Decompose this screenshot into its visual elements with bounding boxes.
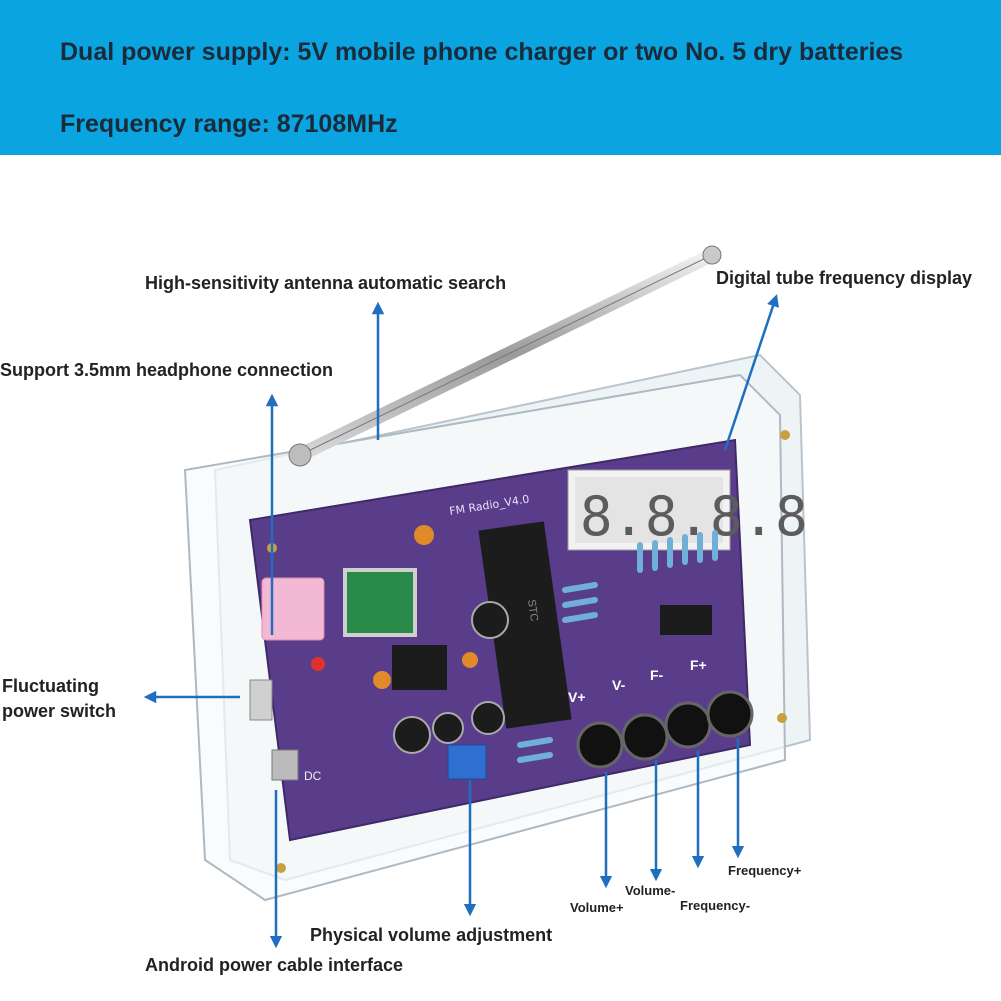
volume-potentiometer: [447, 744, 487, 780]
power-switch: [249, 679, 273, 721]
resistors: [517, 530, 718, 763]
capacitors: [373, 525, 509, 754]
volume-adjust-label: Physical volume adjustment: [310, 925, 553, 945]
display-arrow: [723, 294, 779, 451]
antenna-label: High-sensitivity antenna automatic searc…: [145, 273, 507, 293]
buttons: [576, 690, 754, 769]
header-banner: Dual power supply: 5V mobile phone charg…: [0, 0, 1001, 155]
headphone-label: Support 3.5mm headphone connection: [0, 360, 334, 380]
button-label-v-minus: V-: [612, 677, 626, 693]
callout-arrows: [143, 294, 779, 949]
dc-port: [271, 749, 299, 781]
chip-label: STC: [525, 599, 540, 623]
frequency-minus-label: Frequency-: [680, 898, 751, 913]
antenna: [288, 245, 722, 467]
frequency-range-text: Frequency range: 87108MHz: [60, 110, 398, 138]
headphone-jack: [261, 577, 325, 641]
led: [311, 657, 325, 671]
power-supply-text: Dual power supply: 5V mobile phone charg…: [60, 38, 904, 66]
button-label-f-plus: F+: [690, 657, 707, 673]
switch-label-line1: Fluctuating: [2, 676, 99, 696]
display-digits: 8.8.8.8: [580, 485, 808, 548]
digital-tube-display: 8.8.8.8: [567, 469, 808, 551]
frequency-plus-label: Frequency+: [728, 863, 802, 878]
screws: [267, 430, 790, 873]
volume-plus-label: Volume+: [570, 900, 624, 915]
small-ic-2: [660, 605, 712, 635]
small-ic: [392, 645, 447, 690]
ic-chip: STC: [478, 521, 572, 729]
dc-label: DC: [304, 769, 322, 783]
power-cable-label: Android power cable interface: [145, 955, 404, 975]
button-label-v-plus: V+: [568, 689, 586, 705]
volume-minus-label: Volume-: [625, 883, 676, 898]
fm-module: [343, 568, 417, 637]
product-photo: 8.8.8.8 FM Radio_V4.0 STC: [143, 245, 812, 949]
switch-label-line2: power switch: [2, 701, 117, 721]
display-label: Digital tube frequency display: [716, 268, 973, 288]
button-label-f-minus: F-: [650, 667, 664, 683]
